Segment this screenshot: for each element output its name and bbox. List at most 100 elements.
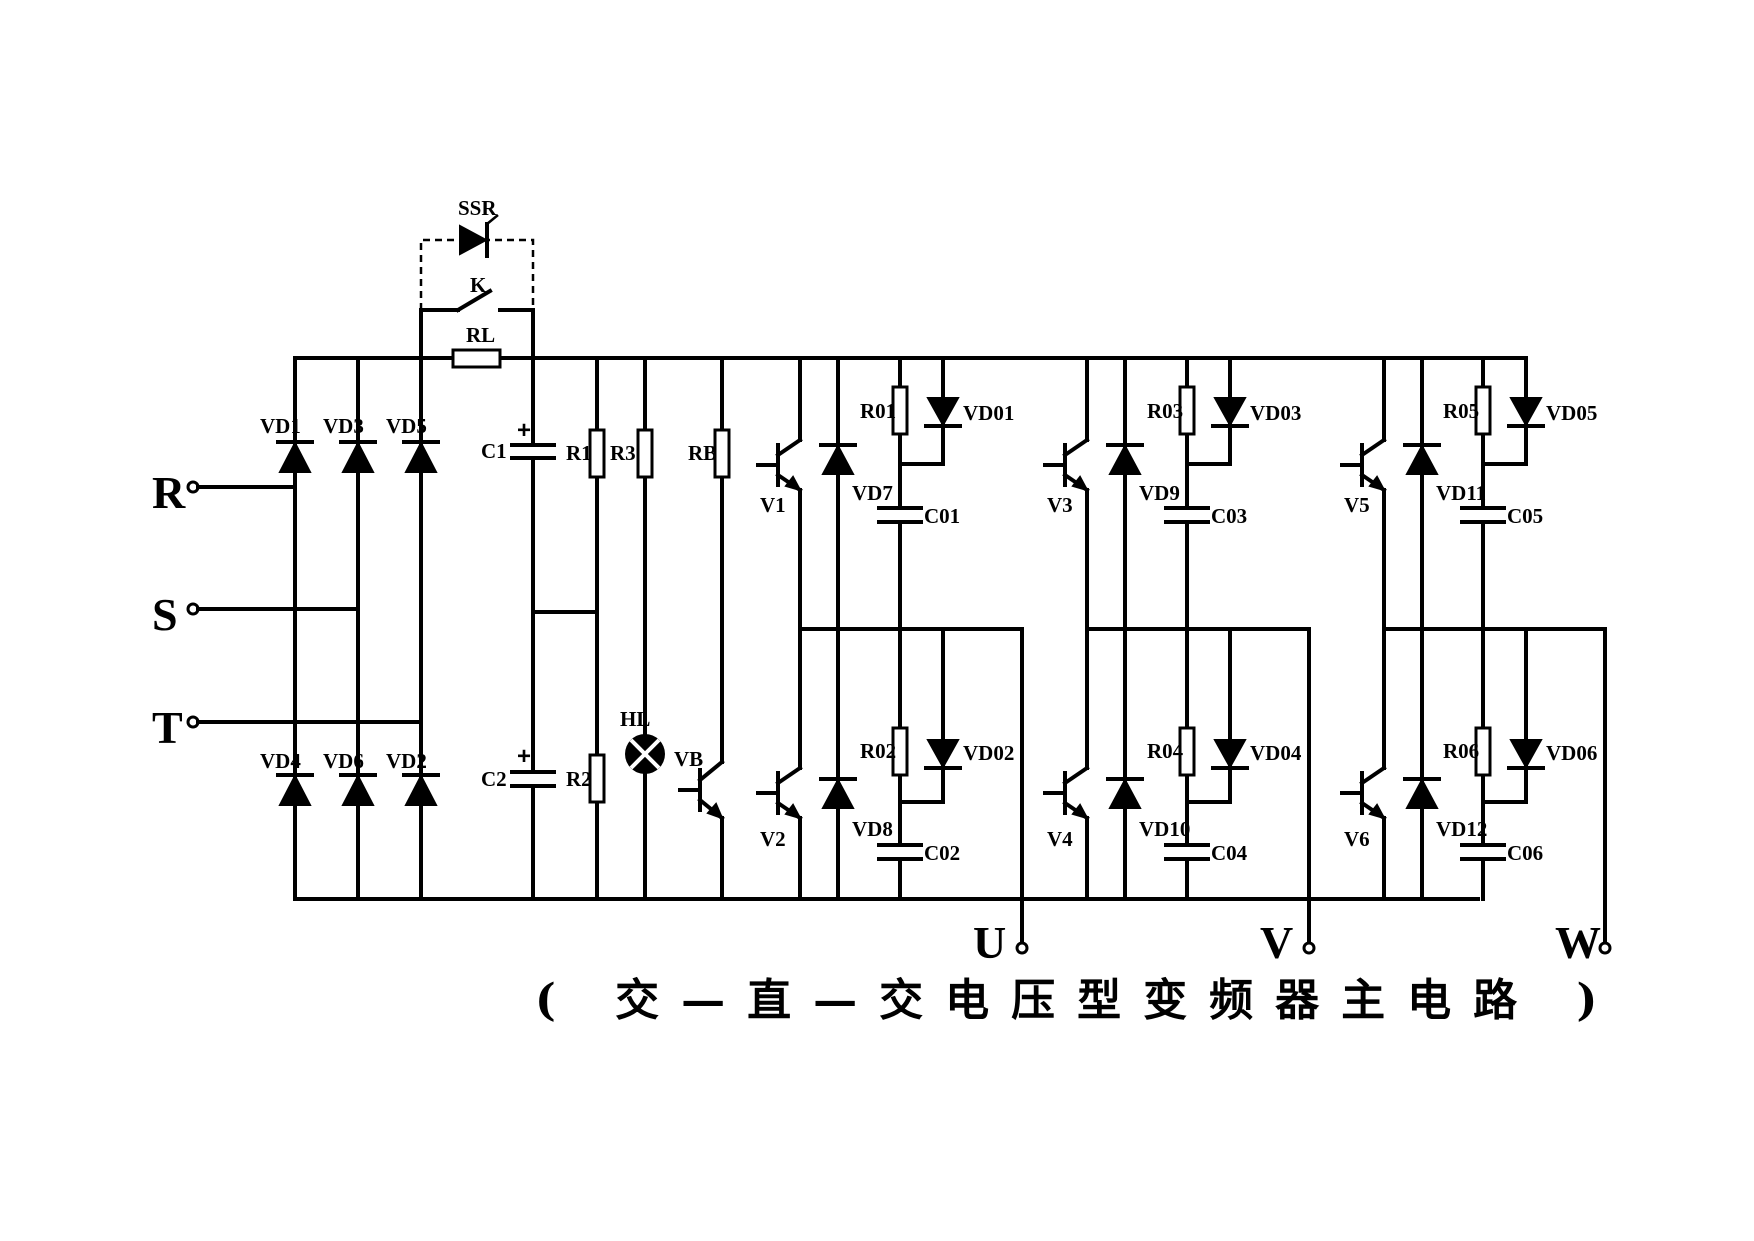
snubber-diode-vd02: VD02 <box>898 627 1014 804</box>
freewheel-diode-vd8: VD8 <box>819 777 893 841</box>
snubber-capacitor-c02: C02 <box>877 841 960 865</box>
svg-text:VD12: VD12 <box>1436 817 1487 841</box>
svg-text:V1: V1 <box>760 493 786 517</box>
svg-text:VD5: VD5 <box>386 414 427 438</box>
svg-text:R05: R05 <box>1443 399 1479 423</box>
svg-text:VD01: VD01 <box>963 401 1014 425</box>
svg-text:SSR: SSR <box>458 196 497 220</box>
snubber-capacitor-c04: C04 <box>1164 841 1248 865</box>
svg-text:S: S <box>152 589 178 640</box>
svg-text:VD2: VD2 <box>386 749 427 773</box>
capacitor-c2: + C2 <box>481 743 556 791</box>
input-terminal-s: S <box>152 589 360 640</box>
svg-text:VD11: VD11 <box>1436 481 1486 505</box>
brake-resistor-rb: RB <box>688 428 731 479</box>
charging-resistor-rl: RL <box>419 308 535 369</box>
svg-text:VD8: VD8 <box>852 817 893 841</box>
snubber-resistor-r04: R04 <box>1147 726 1196 777</box>
igbt-v6: V6 <box>1340 765 1387 851</box>
svg-text:VB: VB <box>674 747 703 771</box>
indicator-lamp-hl: HL <box>620 707 665 774</box>
svg-text:W: W <box>1555 917 1601 968</box>
snubber-resistor-r01: R01 <box>860 385 909 436</box>
svg-text:R01: R01 <box>860 399 896 423</box>
svg-text:C01: C01 <box>924 504 960 528</box>
output-terminal-w: W <box>1555 627 1612 968</box>
snubber-diode-vd06: VD06 <box>1481 627 1597 804</box>
svg-text:C03: C03 <box>1211 504 1247 528</box>
svg-text:R: R <box>152 467 186 518</box>
svg-text:VD7: VD7 <box>852 481 893 505</box>
diode-vd5: VD5 <box>386 414 440 473</box>
snubber-capacitor-c03: C03 <box>1164 504 1247 528</box>
inverter-leg-u: V1 V2 VD7 VD8 R01 <box>756 356 1029 968</box>
snubber-resistor-r03: R03 <box>1147 385 1196 436</box>
svg-text:VD06: VD06 <box>1546 741 1597 765</box>
snubber-diode-vd04: VD04 <box>1185 627 1302 804</box>
inverter-leg-v: V3 V4 VD9 VD10 R03 <box>1043 356 1316 968</box>
snubber-capacitor-c01: C01 <box>877 504 960 528</box>
svg-text:RL: RL <box>466 323 495 347</box>
igbt-v3: V3 <box>1043 437 1090 517</box>
svg-text:T: T <box>152 702 183 753</box>
svg-text:VD1: VD1 <box>260 414 301 438</box>
svg-text:C1: C1 <box>481 439 507 463</box>
svg-text:+: + <box>517 417 531 444</box>
svg-text:R03: R03 <box>1147 399 1183 423</box>
svg-text:C04: C04 <box>1211 841 1248 865</box>
svg-text:VD3: VD3 <box>323 414 364 438</box>
diode-vd1: VD1 <box>260 414 314 473</box>
diode-vd3: VD3 <box>323 414 377 473</box>
diode-vd4: VD4 <box>260 749 314 806</box>
freewheel-diode-vd9: VD9 <box>1106 443 1180 505</box>
svg-text:V: V <box>1260 917 1293 968</box>
svg-text:VD02: VD02 <box>963 741 1014 765</box>
brake-transistor-vb: VB <box>674 747 725 821</box>
diode-vd6: VD6 <box>323 749 377 806</box>
svg-text:VD6: VD6 <box>323 749 364 773</box>
svg-text:VD10: VD10 <box>1139 817 1190 841</box>
igbt-v5: V5 <box>1340 437 1387 517</box>
diode-vd2: VD2 <box>386 749 440 806</box>
svg-text:VD05: VD05 <box>1546 401 1597 425</box>
output-terminal-u: U <box>973 627 1029 968</box>
svg-text:V3: V3 <box>1047 493 1073 517</box>
svg-text:V2: V2 <box>760 827 786 851</box>
igbt-v1: V1 <box>756 437 803 517</box>
freewheel-diode-vd12: VD12 <box>1403 777 1487 841</box>
output-terminal-v: V <box>1260 627 1316 968</box>
svg-text:C06: C06 <box>1507 841 1543 865</box>
svg-text:U: U <box>973 917 1006 968</box>
freewheel-diode-vd7: VD7 <box>819 443 893 505</box>
svg-text:R1: R1 <box>566 441 592 465</box>
svg-text:R06: R06 <box>1443 739 1479 763</box>
svg-text:C2: C2 <box>481 767 507 791</box>
snubber-resistor-r05: R05 <box>1443 385 1492 436</box>
svg-text:+: + <box>517 743 531 770</box>
snubber-resistor-r06: R06 <box>1443 726 1492 777</box>
resistor-r3: R3 <box>610 428 654 479</box>
snubber-diode-vd05: VD05 <box>1481 356 1597 466</box>
input-terminal-r: R <box>152 467 297 518</box>
igbt-v2: V2 <box>756 765 803 851</box>
svg-text:C05: C05 <box>1507 504 1543 528</box>
input-terminal-t: T <box>152 702 423 753</box>
svg-text:VD03: VD03 <box>1250 401 1301 425</box>
bypass-switch-k: K <box>419 273 535 313</box>
snubber-diode-vd01: VD01 <box>898 356 1014 466</box>
freewheel-diode-vd11: VD11 <box>1403 443 1486 505</box>
svg-text:R2: R2 <box>566 767 592 791</box>
svg-text:R3: R3 <box>610 441 636 465</box>
svg-text:C02: C02 <box>924 841 960 865</box>
svg-text:VD04: VD04 <box>1250 741 1302 765</box>
ssr-relay: SSR <box>419 196 535 310</box>
svg-text:HL: HL <box>620 707 650 731</box>
snubber-diode-vd03: VD03 <box>1185 356 1301 466</box>
resistor-r1: R1 <box>566 428 606 479</box>
svg-text:V4: V4 <box>1047 827 1073 851</box>
snubber-resistor-r02: R02 <box>860 726 909 777</box>
igbt-v4: V4 <box>1043 765 1090 851</box>
capacitor-c1: + C1 <box>481 417 556 463</box>
svg-text:VD4: VD4 <box>260 749 301 773</box>
